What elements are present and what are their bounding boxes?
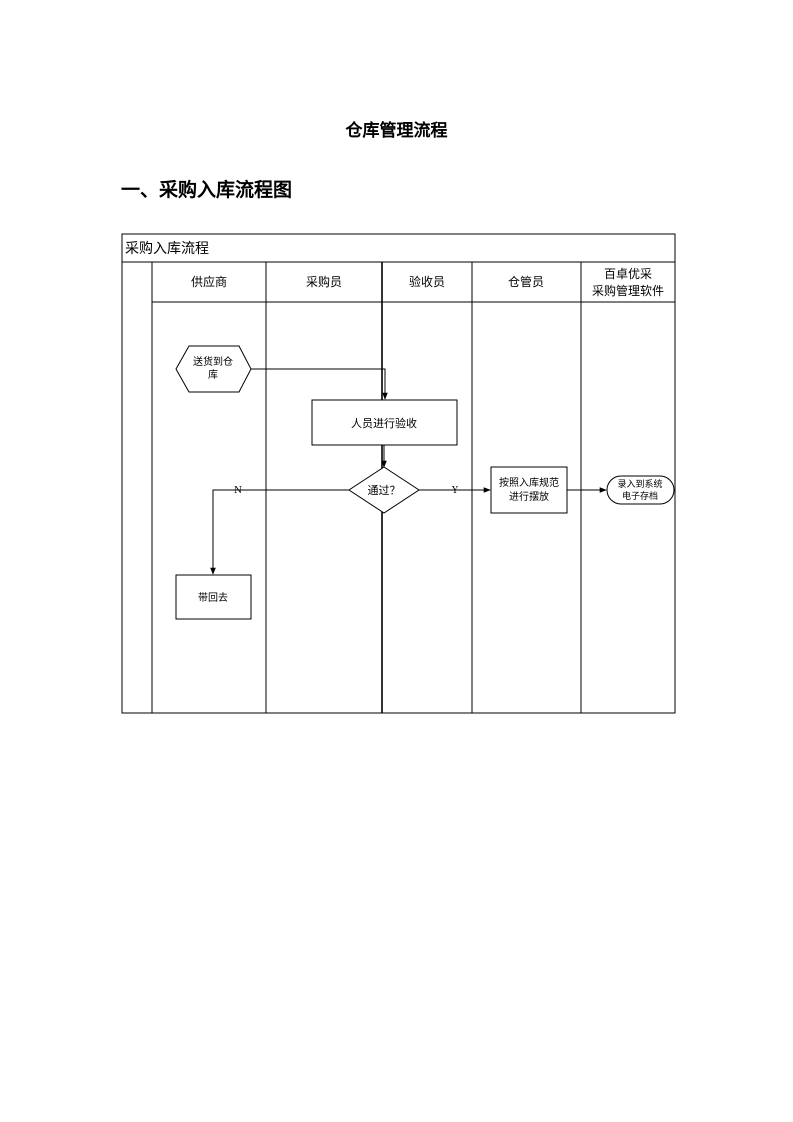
record-node — [606, 475, 675, 505]
document-title: 仓库管理流程 — [345, 121, 448, 141]
section-heading: 一、采购入库流程图 — [121, 179, 293, 201]
store-node-label-1: 按照入库规范 — [499, 476, 559, 489]
decision-node — [348, 466, 420, 514]
decision-node-label: 通过？ — [368, 484, 401, 497]
store-node-label-2: 进行摆放 — [509, 490, 549, 503]
deliver-node-label-1: 送货到仓 — [193, 355, 233, 368]
frame-title: 采购入库流程 — [125, 241, 209, 257]
edge-deliver-to-inspect — [251, 368, 388, 400]
inspect-node — [311, 399, 458, 446]
lane-header-supplier: 供应商 — [191, 274, 227, 289]
deliver-node — [175, 345, 252, 393]
lane-header-software-line1: 百卓优采 — [604, 267, 652, 281]
deliver-node-label-2: 库 — [208, 368, 218, 381]
lane-header-inspector: 验收员 — [409, 274, 445, 289]
lane-header-buyer: 采购员 — [306, 274, 342, 289]
lane-header-warehouse-keeper: 仓管员 — [508, 274, 544, 289]
edge-decision-to-return — [210, 489, 349, 575]
diagram-frame — [121, 233, 676, 714]
store-node — [490, 466, 568, 514]
record-node-label-1: 录入到系统 — [617, 478, 662, 490]
record-node-label-2: 电子存档 — [622, 490, 658, 502]
edge-label-no: N — [234, 486, 242, 496]
inspect-node-label: 人员进行验收 — [351, 416, 417, 430]
return-node — [175, 574, 252, 620]
lane-header-software-line2: 采购管理软件 — [592, 283, 664, 298]
return-node-label: 带回去 — [198, 592, 228, 604]
edge-label-yes: Y — [451, 486, 459, 496]
